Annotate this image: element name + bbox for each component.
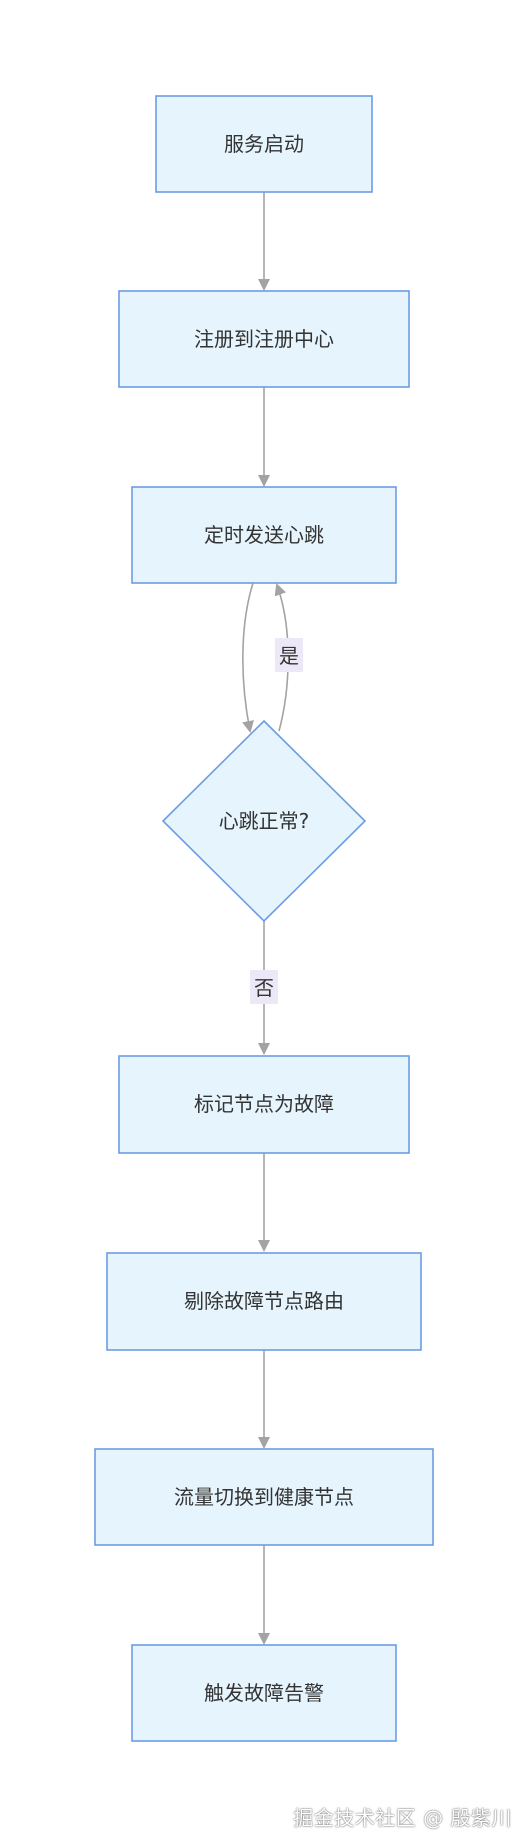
node-trigger-alert: 触发故障告警 [131,1644,397,1742]
node-switch-traffic: 流量切换到健康节点 [94,1448,434,1546]
edge-label-yes-text: 是 [279,644,299,668]
edge-label-yes: 是 [275,638,303,672]
node-remove-route: 剔除故障节点路由 [106,1252,422,1351]
node-heartbeat-ok-label: 心跳正常? [219,809,310,833]
node-register-label: 注册到注册中心 [194,327,334,351]
edge-heartbeat-to-check [242,582,254,733]
node-mark-faulty: 标记节点为故障 [118,1055,410,1154]
node-service-start-label: 服务启动 [224,132,304,156]
node-service-start: 服务启动 [155,95,373,193]
edge-label-no: 否 [250,970,278,1004]
node-remove-route-label: 剔除故障节点路由 [184,1289,344,1313]
node-trigger-alert-label: 触发故障告警 [204,1681,324,1705]
node-register: 注册到注册中心 [118,290,410,388]
node-mark-faulty-label: 标记节点为故障 [194,1092,334,1116]
node-heartbeat-label: 定时发送心跳 [204,523,324,547]
edge-label-no-text: 否 [254,976,274,1000]
watermark: 掘金技术社区 @ 殷紫川 [293,1806,512,1830]
node-heartbeat-ok-decision: 心跳正常? [161,719,367,923]
node-switch-traffic-label: 流量切换到健康节点 [174,1485,354,1509]
node-heartbeat: 定时发送心跳 [131,486,397,584]
